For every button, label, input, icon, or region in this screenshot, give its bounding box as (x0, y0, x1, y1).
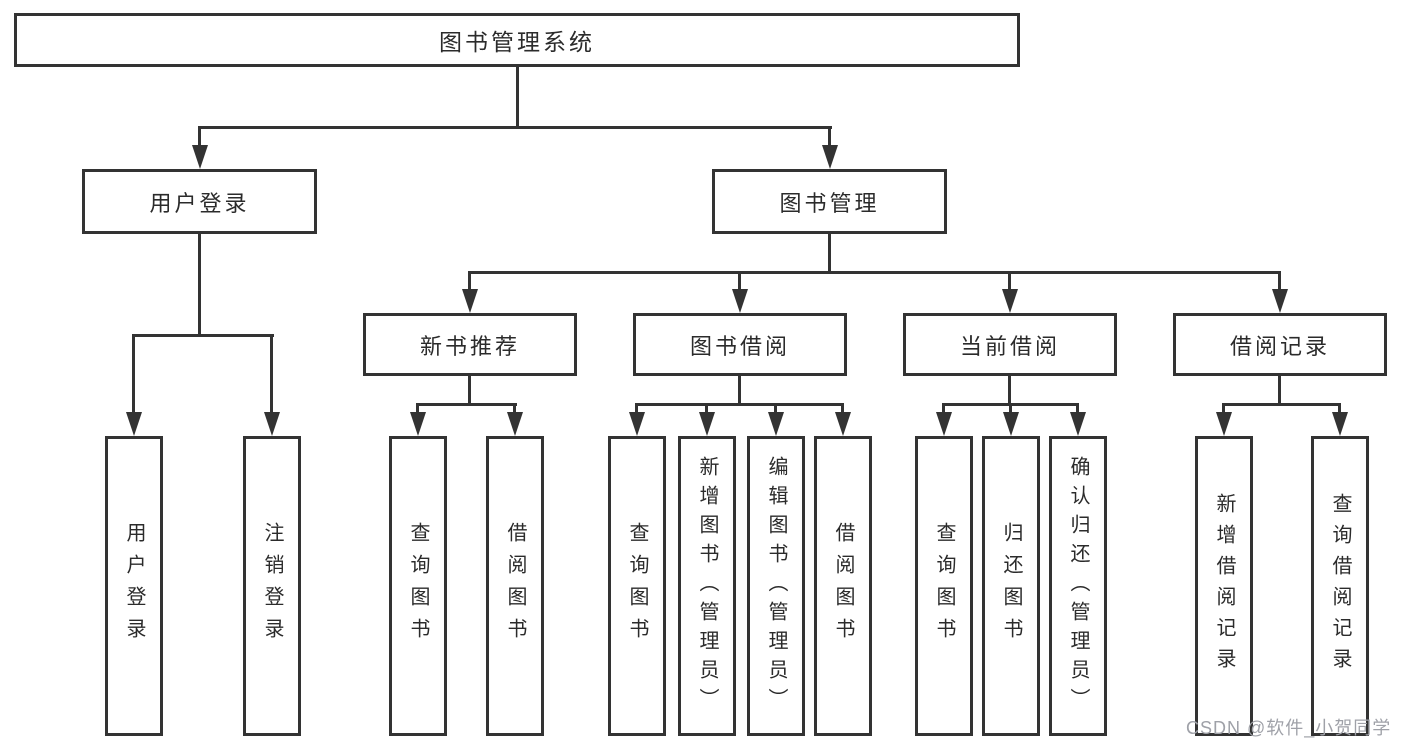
node-leaf-bb-add-books: 新增图书（管理员） (678, 436, 736, 736)
connector-stem (841, 403, 844, 415)
node-leaf-user-login: 用户登录 (105, 436, 163, 736)
connector-hline (1222, 403, 1341, 406)
arrowhead-icon (1272, 289, 1288, 313)
node-label: 用户登录 (149, 190, 250, 216)
node-user-login: 用户登录 (82, 169, 317, 234)
node-label: 新书推荐 (419, 333, 520, 359)
connector-stem (1278, 271, 1281, 293)
connector-stem (705, 403, 708, 415)
node-label: 图书管理 (779, 190, 880, 216)
node-label: 用户登录 (123, 522, 145, 650)
connector-vline (1008, 374, 1011, 405)
node-label: 借阅图书 (504, 522, 526, 650)
connector-vline (738, 374, 741, 405)
node-leaf-logout: 注销登录 (243, 436, 301, 736)
arrowhead-icon (507, 412, 523, 436)
node-label: 借阅图书 (832, 522, 854, 650)
arrowhead-icon (1216, 412, 1232, 436)
node-leaf-nbr-query-books: 查询图书 (389, 436, 447, 736)
connector-stem (513, 403, 516, 415)
connector-stem (1076, 403, 1079, 415)
connector-stem (635, 403, 638, 415)
node-root: 图书管理系统 (14, 13, 1020, 67)
node-book-borrowing: 图书借阅 (633, 313, 847, 376)
connector-stem (132, 334, 135, 416)
arrowhead-icon (264, 412, 280, 436)
node-leaf-cb-query-books: 查询图书 (915, 436, 973, 736)
connector-hline (132, 334, 274, 337)
node-label: 图书借阅 (689, 333, 790, 359)
arrowhead-icon (835, 412, 851, 436)
node-label: 查询借阅记录 (1329, 493, 1351, 679)
arrowhead-icon (1002, 289, 1018, 313)
node-label: 新增图书（管理员） (696, 455, 718, 717)
node-leaf-br-add-record: 新增借阅记录 (1195, 436, 1253, 736)
node-label: 确认归还（管理员） (1067, 455, 1089, 717)
node-label: 图书管理系统 (439, 29, 595, 55)
node-label: 新增借阅记录 (1213, 493, 1235, 679)
arrowhead-icon (462, 289, 478, 313)
connector-vline (828, 231, 831, 273)
connector-vline (198, 232, 201, 336)
node-label: 注销登录 (261, 522, 283, 650)
connector-vline (516, 65, 519, 126)
arrowhead-icon (192, 145, 208, 169)
connector-stem (270, 334, 273, 416)
node-leaf-bb-query-books: 查询图书 (608, 436, 666, 736)
node-leaf-cb-return-books: 归还图书 (982, 436, 1040, 736)
node-label: 查询图书 (933, 522, 955, 650)
connector-hline (468, 271, 1281, 274)
node-new-book-recommend: 新书推荐 (363, 313, 577, 376)
node-leaf-bb-borrow-books: 借阅图书 (814, 436, 872, 736)
node-label: 归还图书 (1000, 522, 1022, 650)
node-book-management: 图书管理 (712, 169, 947, 234)
connector-hline (416, 403, 517, 406)
arrowhead-icon (126, 412, 142, 436)
connector-stem (1338, 403, 1341, 415)
node-label: 查询图书 (626, 522, 648, 650)
connector-stem (468, 271, 471, 293)
node-leaf-cb-confirm-return: 确认归还（管理员） (1049, 436, 1107, 736)
connector-stem (1009, 403, 1012, 415)
arrowhead-icon (410, 412, 426, 436)
connector-stem (1008, 271, 1011, 293)
connector-stem (416, 403, 419, 415)
node-current-borrowing: 当前借阅 (903, 313, 1117, 376)
node-leaf-nbr-borrow-books: 借阅图书 (486, 436, 544, 736)
arrowhead-icon (936, 412, 952, 436)
connector-stem (1222, 403, 1225, 415)
node-label: 查询图书 (407, 522, 429, 650)
connector-hline (635, 403, 844, 406)
arrowhead-icon (1003, 412, 1019, 436)
arrowhead-icon (699, 412, 715, 436)
arrowhead-icon (1332, 412, 1348, 436)
node-label: 编辑图书（管理员） (765, 455, 787, 717)
connector-stem (942, 403, 945, 415)
arrowhead-icon (1070, 412, 1086, 436)
arrowhead-icon (768, 412, 784, 436)
arrowhead-icon (822, 145, 838, 169)
node-label: 当前借阅 (959, 333, 1060, 359)
arrowhead-icon (732, 289, 748, 313)
connector-stem (774, 403, 777, 415)
arrowhead-icon (629, 412, 645, 436)
connector-stem (828, 126, 831, 150)
node-label: 借阅记录 (1229, 333, 1330, 359)
node-leaf-bb-edit-books: 编辑图书（管理员） (747, 436, 805, 736)
node-borrowing-records: 借阅记录 (1173, 313, 1387, 376)
connector-hline (198, 126, 832, 129)
connector-vline (1278, 374, 1281, 405)
watermark: CSDN @软件_小贺同学 (1186, 718, 1392, 738)
connector-stem (738, 271, 741, 293)
connector-vline (468, 374, 471, 405)
node-leaf-br-query-record: 查询借阅记录 (1311, 436, 1369, 736)
connector-stem (198, 126, 201, 150)
